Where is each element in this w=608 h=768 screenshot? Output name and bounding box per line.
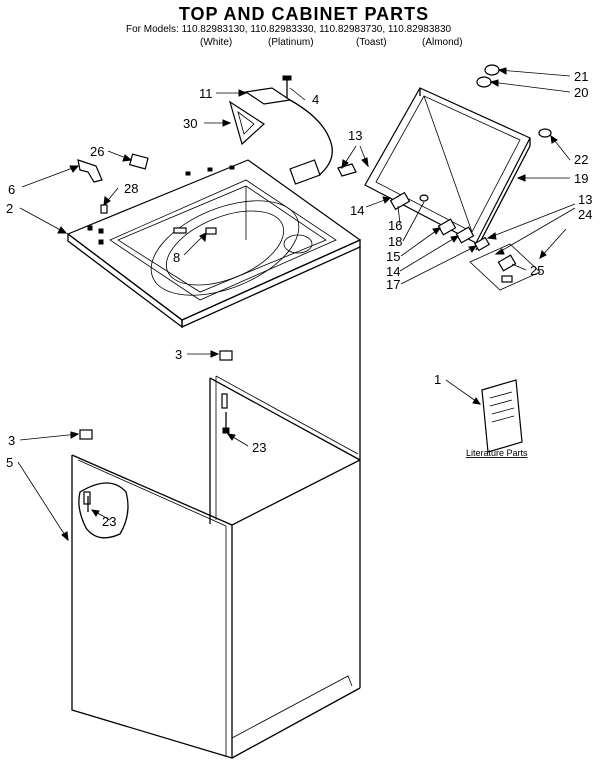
variant-toast: (Toast)	[356, 37, 387, 48]
variant-almond: (Almond)	[422, 37, 463, 48]
diagram-title: TOP AND CABINET PARTS	[178, 4, 430, 24]
callout-28: 28	[124, 181, 138, 196]
callout-labels: 1 2 3 3 4 5 6 8 11 13 13 14 14 15 16 17 …	[6, 69, 592, 529]
callout-2: 2	[6, 201, 13, 216]
callout-11: 11	[199, 86, 213, 101]
callout-6: 6	[8, 182, 15, 197]
callout-13-top: 13	[348, 128, 362, 143]
models-line: For Models: 110.82983130, 110.82983330, …	[126, 24, 452, 35]
callout-8: 8	[173, 250, 180, 265]
callout-20: 20	[574, 85, 588, 100]
callout-30: 30	[183, 116, 197, 131]
callout-14-top: 14	[350, 203, 364, 218]
callout-22: 22	[574, 152, 588, 167]
callout-1: 1	[434, 372, 441, 387]
callout-13-right: 13	[578, 192, 592, 207]
small-parts	[77, 64, 552, 512]
callout-3-top: 3	[175, 347, 182, 362]
variant-white: (White)	[200, 37, 233, 48]
washer-cabinet	[71, 246, 361, 759]
callout-16: 16	[388, 218, 402, 233]
callout-25: 25	[530, 263, 544, 278]
callout-3-left: 3	[8, 433, 15, 448]
callout-14-bottom: 14	[386, 264, 400, 279]
literature-parts-label: Literature Parts	[466, 448, 528, 458]
callout-17: 17	[386, 277, 400, 292]
callout-4: 4	[312, 92, 319, 107]
callout-19: 19	[574, 171, 588, 186]
callout-23-panel: 23	[102, 514, 116, 529]
washer-lid	[364, 87, 531, 251]
callout-23-cabinet: 23	[252, 440, 266, 455]
callout-24: 24	[578, 207, 592, 222]
callout-15: 15	[386, 249, 400, 264]
callout-5: 5	[6, 455, 13, 470]
washer-top	[66, 159, 362, 329]
leader-lines	[17, 67, 576, 542]
callout-21: 21	[574, 69, 588, 84]
callout-26: 26	[90, 144, 104, 159]
variant-platinum: (Platinum)	[268, 37, 314, 48]
callout-18: 18	[388, 234, 402, 249]
